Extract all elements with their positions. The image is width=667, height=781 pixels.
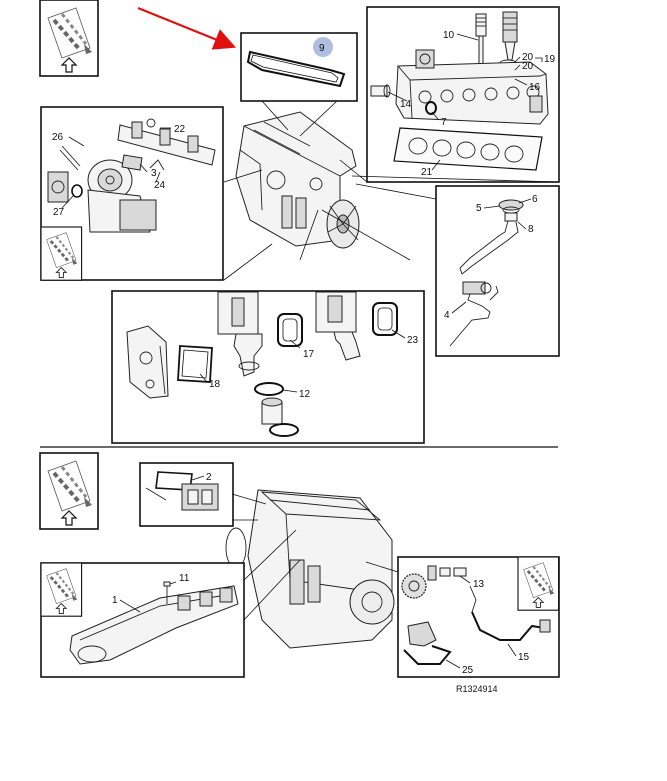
head-gasket-21 — [393, 127, 543, 171]
gasket-23 — [372, 302, 398, 336]
callout-18: 18 — [209, 379, 221, 390]
coolant-housing-box[interactable]: 17 23 18 12 — [111, 290, 425, 444]
callout-8: 8 — [528, 224, 534, 235]
gear-harness-box[interactable]: 13 15 25 — [397, 555, 560, 678]
cylinder-head-box[interactable]: 10 20 19 20 16 14 7 21 — [366, 6, 560, 183]
gasket-18 — [177, 345, 213, 383]
callout-4: 4 — [444, 310, 450, 321]
thermostat-box[interactable]: 5 6 8 4 — [435, 185, 560, 357]
callout-9: 9 — [319, 43, 325, 54]
callout-16: 16 — [529, 82, 541, 93]
callout-11: 11 — [179, 573, 190, 584]
callout-13: 13 — [473, 579, 485, 590]
thermostat-housing — [459, 199, 524, 275]
callout-7: 7 — [441, 117, 447, 128]
callout-20-top: 20 — [522, 52, 534, 63]
intake-manifold-box[interactable]: 1 11 — [39, 561, 245, 678]
callout-27: 27 — [53, 207, 65, 218]
cooling-fan — [326, 199, 360, 249]
sensor-13 — [427, 565, 477, 613]
coolant-pipe-left — [217, 291, 263, 377]
nav-icon-manifold[interactable] — [39, 561, 83, 618]
callout-22: 22 — [174, 124, 186, 135]
nav-icon-turbo[interactable] — [39, 225, 83, 282]
egr-valve — [47, 145, 81, 203]
callout-5: 5 — [476, 203, 482, 214]
callout-1: 1 — [112, 595, 118, 606]
coolant-sensor-pipe — [449, 281, 499, 347]
vent-valve-box[interactable]: 2 — [139, 462, 234, 527]
callout-20-bottom: 20 — [522, 61, 534, 72]
nav-icon-harness[interactable] — [516, 555, 560, 612]
engine-top-view — [235, 111, 360, 249]
valve-cover-gasket-box[interactable]: 9 — [240, 32, 358, 102]
callout-14: 14 — [400, 99, 412, 110]
cylinder-head — [395, 49, 549, 125]
callout-3: 3 — [151, 168, 157, 179]
callout-15: 15 — [518, 652, 530, 663]
injector-main — [502, 11, 518, 61]
connector-lines-bottom — [231, 493, 399, 621]
nav-icon-bottom-left[interactable] — [38, 451, 100, 531]
figure-code: R1324914 — [456, 684, 498, 694]
wiring-harness-15 — [471, 611, 551, 641]
coolant-pipe-right — [315, 291, 361, 361]
callout-24: 24 — [154, 180, 166, 191]
red-pointer-arrow — [137, 6, 237, 50]
flywheel — [349, 579, 395, 625]
callout-19: 19 — [544, 54, 556, 65]
engine-side-view — [225, 489, 395, 649]
vent-valve — [181, 483, 219, 511]
sleeve-12 — [254, 382, 299, 437]
callout-2: 2 — [206, 472, 212, 483]
callout-12: 12 — [299, 389, 311, 400]
callout-6: 6 — [532, 194, 538, 205]
valve-cover-gasket — [246, 50, 346, 88]
turbocharger — [87, 159, 157, 233]
plug-14 — [370, 84, 391, 98]
seal-7 — [425, 101, 437, 115]
wiring-harness-25 — [403, 621, 452, 665]
exhaust-manifold — [117, 118, 216, 166]
callout-17: 17 — [303, 349, 315, 360]
timing-gear — [401, 573, 427, 599]
gasket-17 — [277, 313, 303, 347]
callout-10: 10 — [443, 30, 455, 41]
seal-27 — [71, 184, 83, 198]
exhaust-turbo-box[interactable]: 26 22 3 24 27 — [39, 106, 224, 282]
callout-23: 23 — [407, 335, 419, 346]
coolant-pump-housing — [126, 325, 169, 399]
connector-lines-top — [223, 100, 560, 281]
callout-21: 21 — [421, 167, 433, 178]
connector-thermostat — [355, 183, 437, 200]
highlight-marker — [313, 37, 333, 57]
intake-manifold — [69, 585, 239, 665]
callout-26: 26 — [52, 132, 64, 143]
callout-25: 25 — [462, 665, 474, 676]
nav-icon-top-left[interactable] — [38, 0, 100, 78]
